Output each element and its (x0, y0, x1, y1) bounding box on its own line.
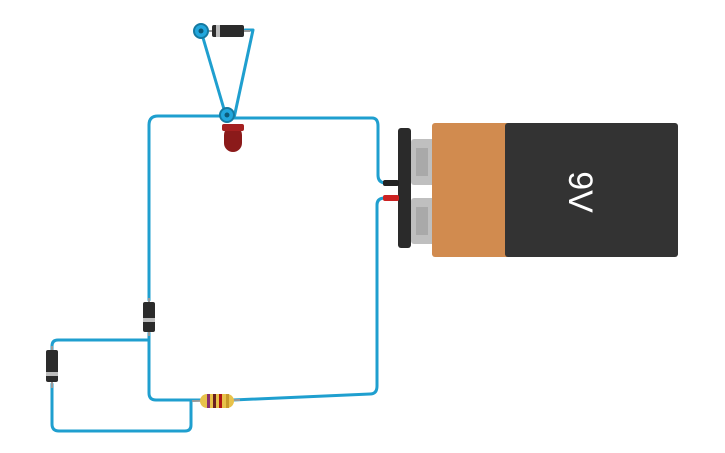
diode-1-endpoint-dot (198, 28, 204, 34)
led-body (224, 126, 242, 152)
led[interactable] (219, 107, 244, 152)
battery-snap (398, 128, 411, 248)
wire-left-bottom[interactable] (147, 331, 202, 402)
diode-2-body (143, 302, 155, 332)
battery-body (505, 123, 678, 257)
battery-label: 9V (561, 171, 599, 213)
battery-terminal-shade-2 (416, 207, 428, 235)
resistor-band-4 (226, 394, 229, 408)
led-endpoint-cathode-dot (224, 112, 230, 118)
diode-3-body (46, 350, 58, 382)
wires (50, 28, 394, 433)
resistor-band-3 (219, 394, 222, 408)
battery-9v[interactable]: 9V (383, 123, 678, 257)
wire-branch-diode3[interactable] (50, 338, 151, 352)
diode-1-band (216, 25, 220, 37)
wire-bottom-right[interactable] (231, 196, 394, 402)
resistor-band-2 (213, 394, 216, 408)
diode-3-band (46, 372, 58, 376)
diode-2[interactable] (143, 298, 155, 336)
wire-top-right[interactable] (232, 116, 394, 185)
wire-left-top[interactable] (147, 114, 228, 302)
wire-led-diode1-b[interactable] (232, 28, 255, 120)
resistor[interactable] (191, 394, 241, 408)
diode-2-band (143, 318, 155, 322)
battery-terminal-pos[interactable] (383, 195, 399, 201)
wire-led-diode1-a[interactable] (199, 29, 228, 118)
battery-label-band (432, 123, 512, 257)
diode-1[interactable] (193, 23, 250, 39)
battery-terminal-shade (416, 148, 428, 176)
resistor-band-1 (207, 394, 210, 408)
wire-branch-bottom[interactable] (50, 382, 193, 433)
led-rim (222, 124, 244, 131)
battery-terminal-neg[interactable] (383, 180, 399, 186)
diode-3[interactable] (46, 346, 58, 388)
